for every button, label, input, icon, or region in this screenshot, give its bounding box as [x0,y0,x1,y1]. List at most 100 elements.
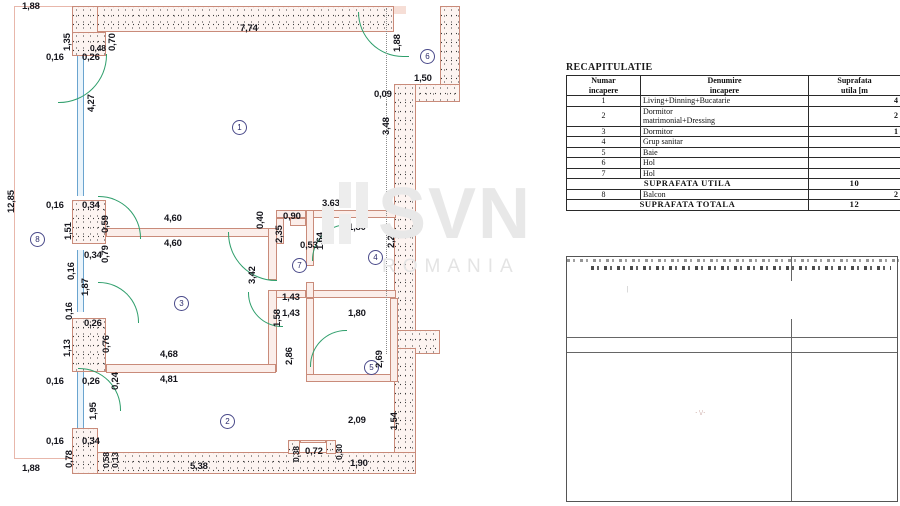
cell-name: Baie [640,146,809,158]
scan-illegible-mark: | [627,285,629,293]
scan-smudge-top2 [567,259,899,262]
door-swing-left-mid-2 [98,282,139,323]
wall-right-jog [394,330,440,354]
dim-right-small: 0,09 [374,89,392,100]
wall-r5-right [390,298,398,382]
dim-top-left-1: 1,88 [22,1,40,12]
room-bubble-4: 4 [368,250,383,265]
room-bubble-2: 2 [220,414,235,429]
room-bubble-3: 3 [174,296,189,311]
dim-n180-top: 1,80 [348,222,366,233]
drawing-title-block: | · \/· [566,256,899,502]
table-row: 6 Hol [566,157,900,169]
cell-total-area: 12 [808,199,900,211]
table-row: 4 Grup sanitar [566,136,900,148]
wall-hall7-stub [276,218,284,244]
titleblock-divider-1 [567,337,897,338]
th-number-line2: incapere [588,85,619,95]
cell-name: Grup sanitar [640,136,809,148]
room-label-5: 5 [369,363,374,372]
dim-low-g: 0,26 [82,376,100,387]
dim-n286: 2,86 [284,347,295,365]
dim-n154: 1,54 [389,412,400,430]
wall-hall7-top [276,210,306,218]
door-swing-room5 [310,330,347,367]
cell-nr: 1 [566,95,641,107]
dim-mid-a: 0,16 [46,200,64,211]
wall-r4-left-lower [306,282,314,298]
table-row: 3 Dormitor 1 [566,125,900,137]
room-label-7: 7 [297,261,302,270]
dim-line-left-outer [14,6,15,458]
dim-top-left-6: 0,48 [90,43,106,53]
dim-top-left-3: 0,70 [107,33,118,51]
dim-n209: 2,09 [348,415,366,426]
dim-mid-g: 0,34 [84,250,102,261]
cell-name: Hol [640,167,809,179]
wall-bottom-pier-lip [300,440,326,443]
dim-n078: 0,78 [64,450,75,468]
wall-balcony-right [440,6,460,90]
dim-low-a: 0,16 [64,302,75,320]
dim-n038: 0,38 [291,446,301,462]
room-label-6: 6 [425,52,430,61]
dim-n363: 3,63 [322,198,340,209]
recap-title: RECAPITULATIE [566,62,653,73]
room-bubble-8: 8 [30,232,45,247]
cell-name: Dormitor [640,125,809,137]
room-label-3: 3 [179,299,184,308]
table-row-total: SUPRAFATA TOTALA 12 [566,199,900,211]
glazing-left-mid [77,250,84,312]
table-row: 2 Dormitor matrimonial+Dressing 2 [566,105,900,127]
dim-low-i: 0,34 [82,436,100,447]
wall-bottom-main [72,452,416,474]
dim-room3-top-b: 4,60 [164,238,182,249]
dim-top-left-2: 1,35 [62,33,73,51]
dim-n040: 0,40 [255,211,266,229]
wall-bottom-pier-2 [326,440,336,454]
dim-right-tall: 3,48 [381,117,392,135]
dim-bottom-main: 5,38 [190,461,208,472]
room-label-4: 4 [373,253,378,262]
cell-nr: 6 [566,157,641,169]
wall-bottom-pier [288,440,300,454]
room-bubble-5: 5 [364,360,379,375]
dim-mid-c: 1,51 [63,222,74,240]
cell-subtotal-area: 10 [808,178,900,190]
dim-n190: 1,90 [350,458,368,469]
dim-n195: 1,95 [88,402,99,420]
room-label-2: 2 [225,417,230,426]
dim-n164: 1,64 [315,232,326,250]
table-row: 5 Baie [566,146,900,158]
dim-balcony-width: 1,50 [414,73,432,84]
dim-low-d: 0,76 [101,335,112,353]
cell-name: Hol [640,157,809,169]
cell-area: 4 [808,95,900,107]
dim-mid-d: 0,59 [100,215,111,233]
cell-name: Living+Dinning+Bucatarie [640,95,809,107]
room-bubble-7: 7 [292,258,307,273]
dim-low-e: 0,24 [110,372,121,390]
wall-hall7-small [290,218,306,226]
room-bubble-1: 1 [232,120,247,135]
dim-top-left-4: 0,16 [46,52,64,63]
dim-room3-top-a: 4,60 [164,213,182,224]
th-area: Suprafata utila [m [808,75,900,96]
table-row: 7 Hol [566,167,900,179]
th-area-line1: Suprafata [837,76,872,85]
table-row-balcony: 8 Balcon 2 [566,188,900,200]
cell-name: Dormitor matrimonial+Dressing [640,105,809,127]
cell-area [808,167,900,179]
cell-name-line1: Dormitor [643,106,673,116]
table-header-row: Numar incapere Denumire incapere Suprafa… [566,75,900,96]
wall-right-lower [394,348,416,466]
wall-r4-bottom [306,290,396,298]
dim-mid-b: 0,34 [82,200,100,211]
titleblock-vdivider-2 [791,319,792,501]
dim-n269: 2,69 [374,350,385,368]
dim-n053: 0,53 [300,240,318,251]
cell-name: Balcon [640,188,809,200]
dim-room3-bot-b: 4,81 [160,374,178,385]
wall-top-main [72,6,394,32]
cell-subtotal-label: SUPRAFATA UTILA [566,178,809,190]
